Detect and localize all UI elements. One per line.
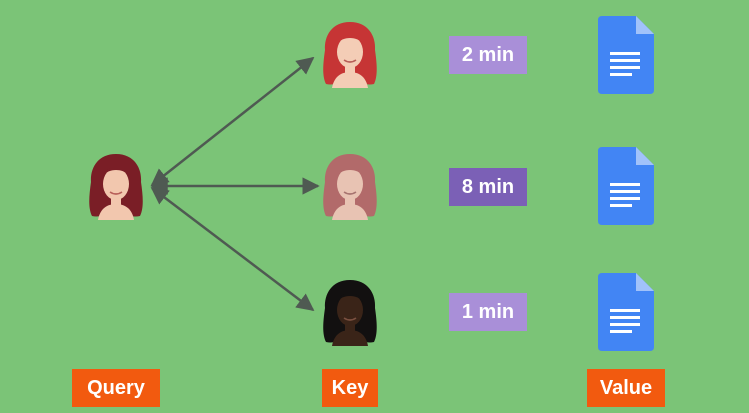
document-icon — [596, 147, 656, 225]
woman-faded-red-hair-icon — [318, 152, 382, 220]
woman-dark-skin-black-hair-icon — [318, 278, 382, 346]
woman-dark-red-hair-icon — [84, 152, 148, 220]
woman-red-hair-icon — [318, 20, 382, 88]
duration-badge-2: 8 min — [449, 168, 527, 206]
duration-badge-1: 2 min — [449, 36, 527, 74]
duration-badge-3: 1 min — [449, 293, 527, 331]
document-icon — [596, 273, 656, 351]
arrow-to-key-1 — [150, 56, 315, 187]
value-label: Value — [587, 369, 665, 407]
arrow-to-key-3 — [150, 186, 315, 312]
key-label: Key — [322, 369, 378, 407]
document-icon — [596, 16, 656, 94]
query-label: Query — [72, 369, 160, 407]
